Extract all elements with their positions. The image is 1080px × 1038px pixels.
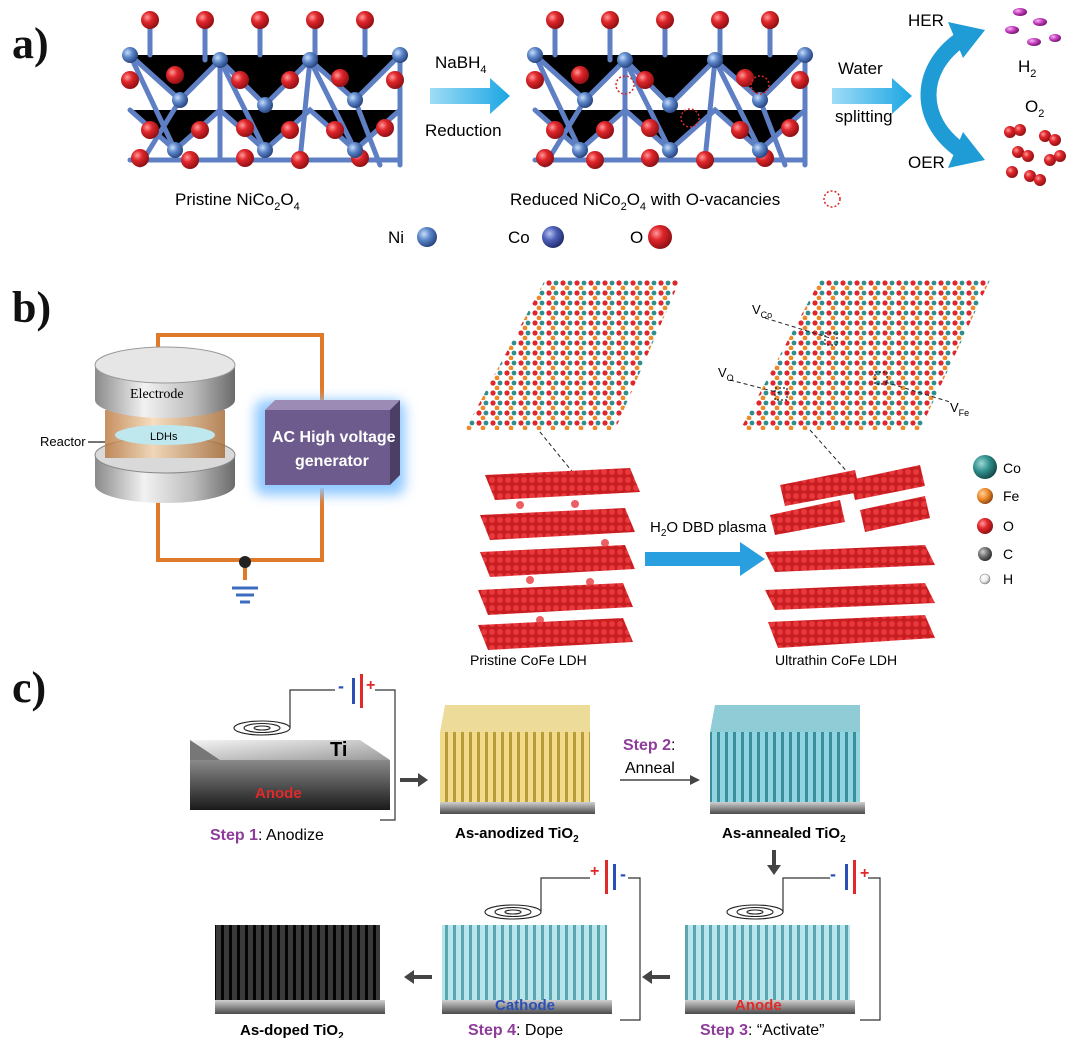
- ultrathin-ldh-caption: Ultrathin CoFe LDH: [775, 652, 897, 668]
- ldhs-label: LDHs: [150, 431, 178, 443]
- oer-label: OER: [908, 153, 945, 172]
- step1-minus: -: [338, 676, 344, 696]
- reactor-label: Reactor: [40, 434, 86, 449]
- v-fe-label: VFe: [950, 400, 969, 418]
- h2-label: H2: [1018, 57, 1036, 80]
- step4-circuit: [540, 877, 641, 1021]
- cathode-label: Cathode: [495, 997, 555, 1014]
- vacancy-legend-icon: [823, 190, 841, 208]
- step3-minus: -: [830, 864, 836, 884]
- reduced-caption: Reduced NiCo2O4 with O-vacancies: [510, 190, 780, 213]
- ti-label: Ti: [330, 739, 347, 761]
- battery-icon-step4: [605, 860, 616, 894]
- arrow-step3-to-4: [642, 970, 670, 984]
- v-co-label: VCo: [752, 302, 772, 320]
- anode-label-step1: Anode: [255, 785, 302, 802]
- v-o-label: VO: [718, 365, 734, 383]
- panel-b-label: b): [12, 283, 52, 332]
- pristine-lattice: [465, 280, 680, 430]
- step1-circuit: [289, 689, 396, 821]
- step1-caption: Step 1: Anodize: [210, 827, 324, 844]
- pristine-ldh-stack: [478, 468, 640, 650]
- as-doped-label: As-doped TiO2: [240, 1022, 344, 1038]
- legend-o-label: O: [1003, 518, 1014, 534]
- coil-electrode: [233, 720, 291, 736]
- arrow-step2-to-3: [690, 775, 700, 785]
- step3-plus: +: [860, 865, 869, 882]
- step4-minus: -: [620, 864, 626, 884]
- co-atom-icon: [973, 455, 997, 479]
- step2-label: Step 2:: [623, 737, 675, 754]
- fe-atom-icon: [977, 488, 993, 504]
- reagent-label: NaBH4: [435, 53, 486, 76]
- legend-h-label: H: [1003, 571, 1013, 587]
- co-atom-icon: [542, 226, 564, 248]
- legend-ni-label: Ni: [388, 228, 404, 247]
- generator-label-line1: AC High voltage: [272, 429, 396, 446]
- as-anodized-array: [440, 705, 595, 814]
- step3-caption: Step 3: “Activate”: [700, 1022, 824, 1038]
- plasma-reactor: [94, 346, 236, 503]
- generator-label-line2: generator: [295, 453, 369, 470]
- o2-label: O2: [1025, 97, 1044, 120]
- coil-electrode-step3: [726, 904, 784, 920]
- pristine-caption: Pristine NiCo2O4: [175, 190, 300, 213]
- doping-array: [442, 925, 612, 1014]
- legend-o-label: O: [630, 228, 643, 247]
- panel-c-figure: Ti Anode - + Step 1: Anodize As-anodized…: [190, 674, 881, 1038]
- legend-co-label: Co: [1003, 460, 1021, 476]
- step3-circuit: [782, 877, 881, 1021]
- as-anodized-label: As-anodized TiO2: [455, 825, 579, 845]
- ground-icon: [232, 556, 258, 604]
- o-atom-icon: [648, 225, 672, 249]
- o-atom-icon: [977, 518, 993, 534]
- panel-a-legend: Ni Co O: [388, 225, 672, 249]
- step1-plus: +: [366, 677, 375, 694]
- o2-molecules: [1004, 124, 1066, 186]
- her-label: HER: [908, 11, 944, 30]
- h2-molecules: [1005, 8, 1061, 46]
- pristine-nico2o4-structure: [121, 11, 408, 169]
- arrow-step1-to-2: [400, 773, 428, 787]
- panel-a-label: a): [12, 19, 49, 68]
- panel-c-label: c): [12, 663, 47, 712]
- battery-icon-step3: [845, 860, 856, 894]
- legend-co-label: Co: [508, 228, 530, 247]
- as-annealed-label: As-annealed TiO2: [722, 825, 846, 845]
- electrode-label: Electrode: [130, 387, 184, 402]
- anode-label-step3: Anode: [735, 997, 782, 1014]
- activated-array: [685, 925, 855, 1014]
- pristine-ldh-caption: Pristine CoFe LDH: [470, 652, 587, 668]
- panel-b-figure: Electrode Reactor LDHs AC High voltage g…: [40, 280, 1021, 668]
- as-annealed-array: [710, 705, 865, 814]
- ti-substrate: [190, 740, 390, 810]
- legend-c-label: C: [1003, 546, 1013, 562]
- battery-icon: [352, 674, 363, 708]
- arrow-step2-down: [767, 850, 781, 875]
- water-splitting-arrow: [832, 78, 912, 114]
- splitting-label: splitting: [835, 107, 893, 126]
- plasma-label: H2O DBD plasma: [650, 519, 767, 539]
- panel-b-legend: Co Fe O C H: [973, 455, 1021, 587]
- her-oer-curved-arrow: [920, 22, 985, 168]
- panel-a-figure: NaBH4 Reduction Water splitting: [121, 8, 1066, 249]
- plasma-arrow: [645, 542, 765, 576]
- c-atom-icon: [978, 547, 992, 561]
- ultrathin-lattice: [729, 280, 990, 430]
- h-atom-icon: [979, 573, 991, 585]
- reduction-arrow: [430, 78, 510, 114]
- reduction-label: Reduction: [425, 121, 502, 140]
- reduced-nico2o4-structure: [526, 11, 813, 169]
- step4-caption: Step 4: Dope: [468, 1022, 563, 1038]
- ni-atom-icon: [417, 227, 437, 247]
- coil-electrode-step4: [484, 904, 542, 920]
- ultrathin-ldh-stack: [765, 465, 935, 648]
- legend-fe-label: Fe: [1003, 488, 1020, 504]
- step4-plus: +: [590, 863, 599, 880]
- arrow-step4-to-doped: [404, 970, 432, 984]
- water-label: Water: [838, 59, 883, 78]
- as-doped-array: [215, 925, 385, 1014]
- ac-generator-box: [255, 400, 405, 495]
- anneal-label: Anneal: [625, 760, 675, 777]
